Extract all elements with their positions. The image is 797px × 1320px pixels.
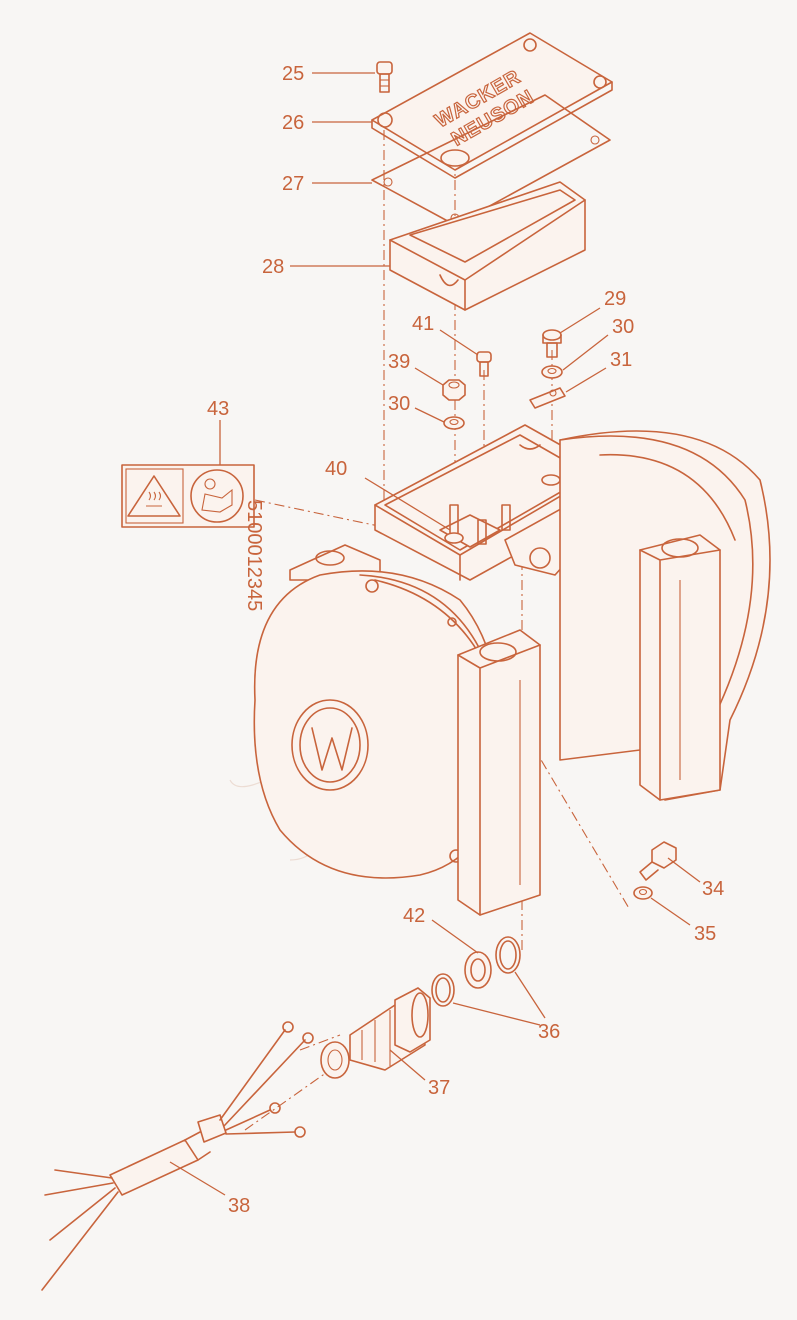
callout-25: 25 xyxy=(282,63,304,85)
part-warning-label-43: 5100012345 xyxy=(121,464,265,611)
callout-30-lower: 30 xyxy=(388,393,410,415)
part-cable-gland-37 xyxy=(320,987,431,1079)
callout-42: 42 xyxy=(403,905,425,927)
callout-41: 41 xyxy=(412,313,434,335)
callout-28: 28 xyxy=(262,256,284,278)
part-strap-31 xyxy=(529,387,566,409)
part-washer-30a xyxy=(541,365,563,379)
callout-35: 35 xyxy=(694,923,716,945)
callout-40: 40 xyxy=(325,458,347,480)
part-screw-29 xyxy=(542,329,562,358)
label-code: 5100012345 xyxy=(243,500,265,611)
part-screw-25 xyxy=(376,61,393,93)
callout-numbers: 25 26 27 28 29 30 31 41 39 30 43 40 34 3… xyxy=(207,63,724,1217)
hot-surface-warning-icon xyxy=(127,475,181,517)
part-screw-41 xyxy=(476,351,492,377)
part-o-rings-36 xyxy=(431,936,521,1007)
front-cover xyxy=(253,570,503,879)
callout-30-upper: 30 xyxy=(612,316,634,338)
callout-38: 38 xyxy=(228,1195,250,1217)
callout-36: 36 xyxy=(538,1021,560,1043)
part-ring-42 xyxy=(464,951,492,989)
leader-lines xyxy=(169,72,701,1196)
part-cover-26: WACKER NEUSON xyxy=(371,32,613,179)
read-manual-icon xyxy=(190,469,244,523)
callout-31: 31 xyxy=(610,349,632,371)
part-terminal-studs-40 xyxy=(439,504,511,548)
part-nut-39 xyxy=(442,379,466,401)
part-washer-30b xyxy=(443,416,465,430)
callout-26: 26 xyxy=(282,112,304,134)
callout-37: 37 xyxy=(428,1077,450,1099)
callout-39: 39 xyxy=(388,351,410,373)
part-cable-38 xyxy=(41,1021,314,1291)
callout-29: 29 xyxy=(604,288,626,310)
callout-43: 43 xyxy=(207,398,229,420)
front-leg xyxy=(457,629,541,916)
part-housing-28 xyxy=(389,181,586,311)
callout-34: 34 xyxy=(702,878,724,900)
wacker-logo-icon xyxy=(311,727,353,771)
callout-27: 27 xyxy=(282,173,304,195)
part-washer-35 xyxy=(633,886,653,900)
part-gasket-27 xyxy=(371,94,611,226)
part-bolt-34 xyxy=(639,841,677,881)
